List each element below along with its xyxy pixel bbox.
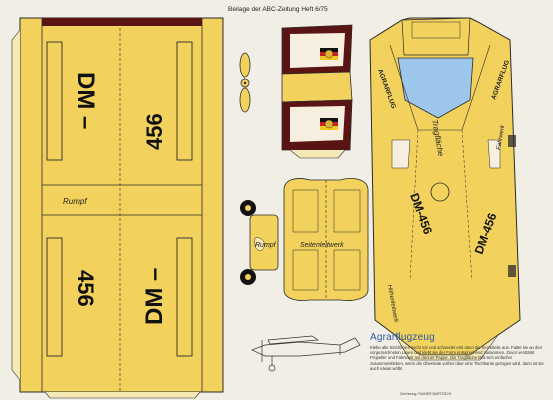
side-panel-label-seitenleitwerk: Seitenleitwerk [300,242,344,249]
fuselage-part [11,17,224,399]
info-credit: Zeichnung: RAINER BARTZSCH [400,392,452,396]
side-panel-part [254,178,369,301]
side-panel-label-rumpf: Rumpf [255,242,277,249]
wing-label-fahrwerk: Fahrwerk [496,124,506,151]
registration-number-bottom: 456 [73,270,98,307]
info-instructions: Klebe alle Strichlinien leicht vor und s… [370,345,544,371]
airplane-sketch [251,335,361,372]
info-title: Agrarflugzeug [370,332,435,343]
registration-number-top: 456 [142,113,167,150]
checker-pattern [508,135,516,277]
fuselage-label: Rumpf [63,197,87,206]
registration-prefix-top: DM – [72,72,99,129]
issue-header: Beilage der ABC-Zeitung Heft 6/75 [228,6,328,13]
registration-prefix-bottom: DM – [141,268,168,325]
wing-part [369,17,521,361]
propeller-part [239,52,251,113]
cockpit-part [281,24,353,159]
